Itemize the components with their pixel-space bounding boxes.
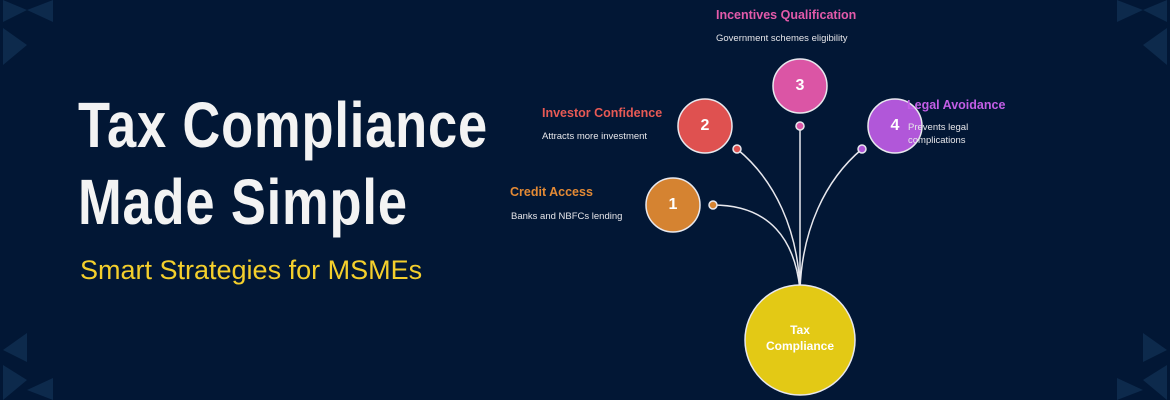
center-circle [744,284,856,396]
item-title-3: Incentives Qualification [716,8,857,22]
page-title-line2: Made Simple [78,166,408,238]
connector-dot-2 [732,144,742,154]
item-title-1: Credit Access [510,185,593,199]
node-circle-4 [867,98,923,154]
node-circle-1 [645,177,701,233]
item-desc-4-line2: complications [908,135,966,146]
item-desc-1: Banks and NBFCs lending [511,211,623,222]
center-label-line1: Tax [790,323,810,337]
item-desc-2: Attracts more investment [542,131,648,142]
node-number-3: 3 [795,77,805,94]
node-circle-3 [772,58,828,114]
center-label: Tax Compliance [750,322,850,354]
connector-dot-4 [857,144,867,154]
item-title-2: Investor Confidence [542,106,663,120]
node-number-1: 1 [668,196,678,213]
page-title-line1: Tax Compliance [78,89,489,161]
connector-lines [712,126,863,291]
node-number-2: 2 [700,117,710,134]
connector-dot-1 [708,200,718,210]
center-label-line2: Compliance [765,339,834,353]
page-subtitle: Smart Strategies for MSMEs [80,255,423,285]
item-title-4: Legal Avoidance [907,98,1006,112]
node-number-4: 4 [890,117,900,134]
node-circle-2 [677,98,733,154]
item-desc-3: Government schemes eligibility [716,33,848,44]
item-desc-4-line1: Prevents legal [908,122,969,133]
item-desc-4: Prevents legal complications [908,121,968,147]
connector-dot-3 [795,121,805,131]
decorative-triangles [3,0,1167,400]
